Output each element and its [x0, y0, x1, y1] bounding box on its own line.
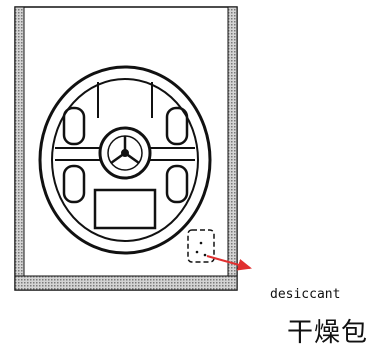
tape-reel: [38, 65, 212, 255]
desiccant-label-zh: 干燥包: [287, 318, 369, 348]
reel-window-right-lower: [165, 164, 189, 204]
reel-window-left-lower: [62, 164, 86, 204]
reel-label-area: [93, 188, 157, 230]
reel-inner-ring: [51, 78, 199, 242]
reel-outer-flange: [38, 65, 212, 255]
bag-bottom-seal: [14, 275, 238, 291]
reel-window-left-upper: [62, 106, 86, 146]
reel-spoke-left: [55, 147, 100, 161]
bag-right-seal: [227, 6, 238, 291]
desiccant-label-en: desiccant: [270, 287, 341, 302]
reel-window-right-upper: [165, 106, 189, 146]
desiccant-pointer-arrow: [206, 255, 252, 271]
reel-spoke-top: [97, 82, 153, 118]
desiccant-pack: [187, 229, 215, 263]
bag-left-seal: [14, 6, 25, 291]
reel-spoke-right: [150, 147, 195, 161]
reel-hub-outer: [98, 126, 152, 180]
